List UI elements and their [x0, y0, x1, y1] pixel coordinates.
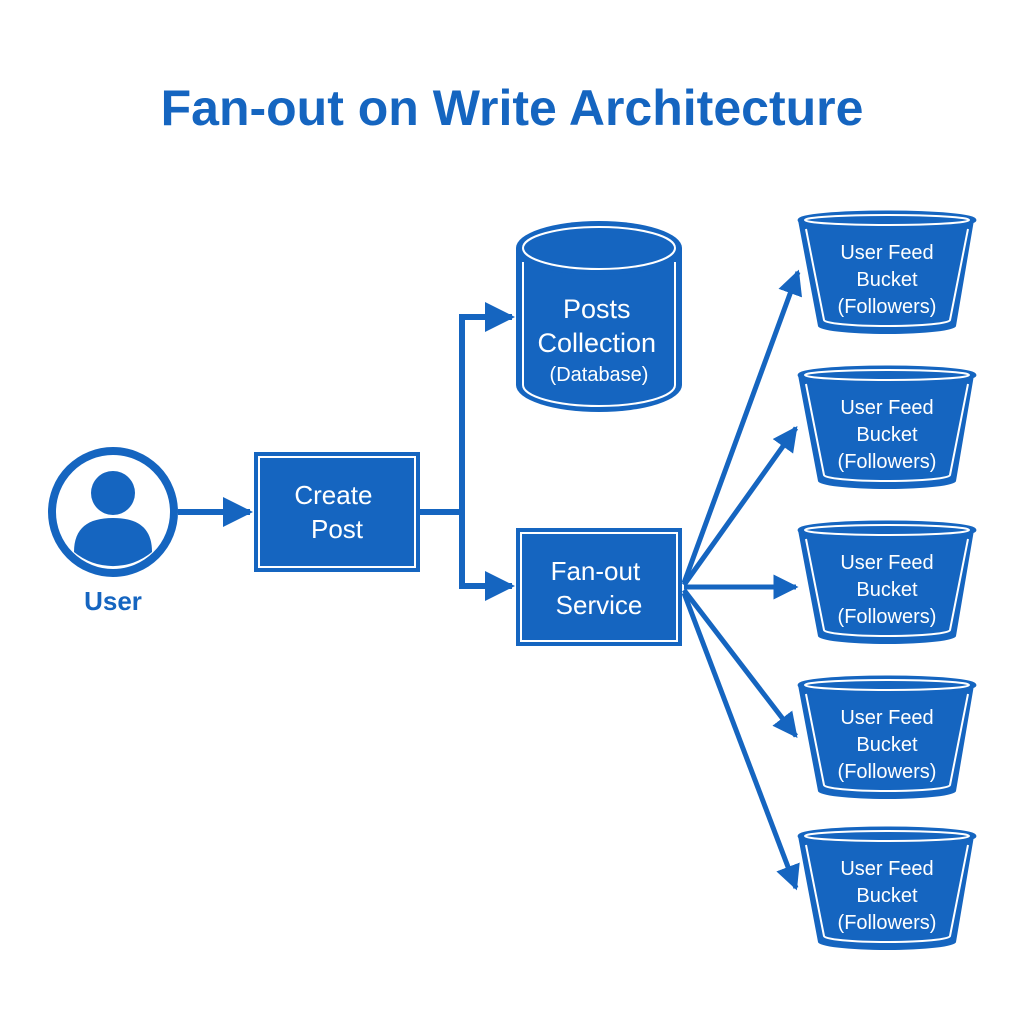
- edge-fanout-to-bucket-4: [682, 588, 798, 738]
- bucket-body: [798, 220, 974, 334]
- bucket-body: [798, 836, 974, 950]
- fanout-service-box: [516, 528, 682, 646]
- posts-collection-node[interactable]: Posts Collection (Database): [516, 221, 682, 412]
- bucket-body: [798, 375, 974, 489]
- edge-fanout-to-bucket-5: [681, 592, 800, 891]
- edge-create-post-to-posts-collection: [420, 302, 515, 515]
- posts-collection-label: Posts Collection (Database): [537, 294, 660, 386]
- create-post-label: Create Post: [294, 480, 379, 544]
- posts-collection-cylinder: [516, 248, 682, 412]
- fanout-service-node[interactable]: Fan-out Service: [516, 528, 682, 646]
- diagram-title: Fan-out on Write Architecture: [161, 80, 864, 136]
- create-post-box: [254, 452, 420, 572]
- user-node[interactable]: User: [48, 447, 178, 616]
- bucket-body: [798, 685, 974, 799]
- user-label: User: [84, 586, 142, 616]
- edge-fanout-to-bucket-2: [681, 425, 799, 587]
- bucket-body: [798, 530, 974, 644]
- fanout-service-label: Fan-out Service: [551, 556, 648, 620]
- create-post-node[interactable]: Create Post: [254, 452, 420, 572]
- edge-fanout-to-bucket-1: [681, 269, 802, 584]
- edge-create-post-to-fanout-service: [459, 512, 515, 601]
- edges: [178, 269, 802, 891]
- user-icon: [74, 471, 152, 567]
